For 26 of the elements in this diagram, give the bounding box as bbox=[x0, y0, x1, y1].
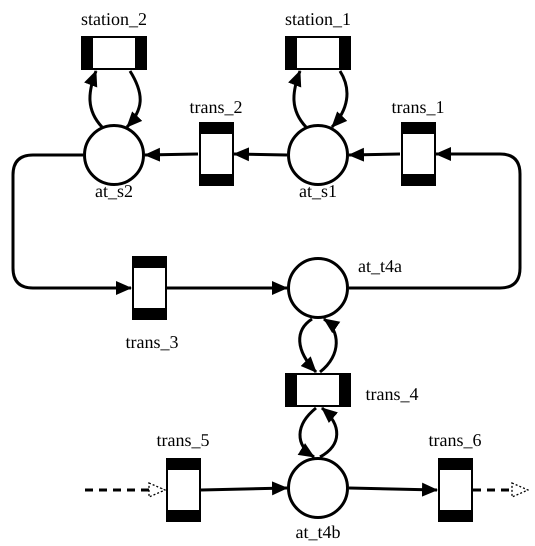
arrow bbox=[298, 318, 318, 373]
node-label: at_t4a bbox=[358, 257, 402, 275]
arrow bbox=[348, 148, 400, 162]
node-label: station_1 bbox=[285, 10, 351, 28]
node-label: trans_6 bbox=[428, 431, 482, 449]
arrow bbox=[200, 481, 288, 496]
arrow bbox=[144, 148, 198, 162]
arrow bbox=[349, 147, 522, 290]
node-label: at_s2 bbox=[95, 182, 133, 200]
arrow bbox=[167, 281, 288, 295]
node-label: trans_4 bbox=[366, 385, 418, 403]
node-label: trans_5 bbox=[156, 431, 210, 449]
dashed-arrow bbox=[85, 482, 166, 498]
arrow bbox=[319, 318, 340, 374]
node-label: at_t4b bbox=[296, 523, 340, 541]
arrow bbox=[348, 482, 438, 497]
node-label: station_2 bbox=[81, 10, 147, 28]
dashed-arrow bbox=[473, 482, 529, 498]
arrow bbox=[12, 154, 132, 295]
node-label: trans_1 bbox=[392, 98, 444, 116]
node-label: trans_3 bbox=[126, 333, 178, 351]
arrow bbox=[319, 406, 338, 458]
arrow bbox=[298, 406, 317, 458]
node-label: at_s1 bbox=[299, 182, 337, 200]
node-label: trans_2 bbox=[190, 98, 242, 116]
arrow bbox=[233, 147, 288, 162]
